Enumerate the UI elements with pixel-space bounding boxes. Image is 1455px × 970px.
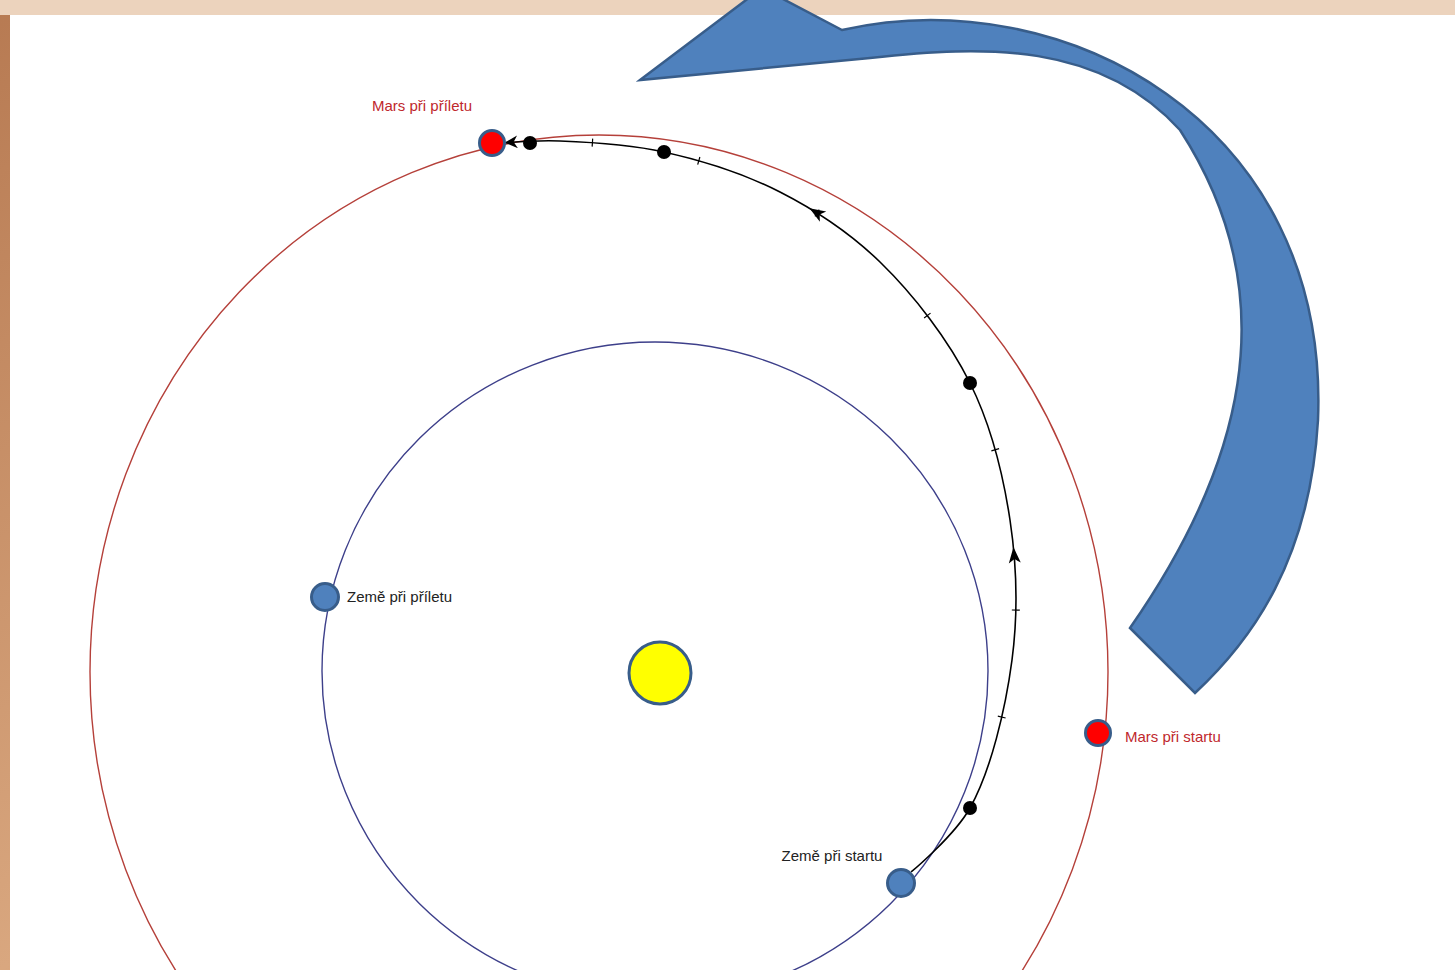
- planet-circle: [310, 582, 340, 612]
- time-tick: [698, 157, 700, 165]
- planet-label: Země při příletu: [347, 588, 452, 606]
- planet-circle: [888, 870, 915, 897]
- planet-label: Mars při startu: [1125, 728, 1221, 746]
- position-dot: [963, 376, 977, 390]
- time-tick: [592, 139, 594, 147]
- planet-label: Mars při příletu: [372, 97, 472, 115]
- mars-orbit: [90, 135, 1108, 970]
- planet-circle: [478, 129, 506, 157]
- trajectory-marks: [523, 136, 1021, 815]
- direction-head: [1007, 547, 1020, 564]
- planet-circle: [1086, 721, 1111, 746]
- direction-arrow: [640, 0, 1318, 693]
- time-tick: [924, 313, 930, 318]
- planet-marker: Země při příletu: [310, 582, 340, 612]
- sun: [629, 642, 691, 704]
- position-dot: [963, 801, 977, 815]
- transfer-trajectory: [506, 141, 1016, 872]
- position-dot: [657, 145, 671, 159]
- planet-circle: [480, 131, 505, 156]
- earth-orbit: [322, 342, 988, 970]
- time-tick: [1012, 609, 1020, 610]
- time-tick: [991, 449, 999, 451]
- position-dot: [523, 136, 537, 150]
- planet-circle: [1084, 719, 1112, 747]
- planet-marker: Mars při příletu: [478, 129, 506, 157]
- direction-head: [806, 203, 826, 222]
- planet-marker: Země při startu: [886, 868, 916, 898]
- time-tick: [998, 716, 1006, 718]
- planet-circle: [312, 584, 339, 611]
- planet-circle: [886, 868, 916, 898]
- planet-label: Země při startu: [782, 847, 883, 865]
- planet-marker: Mars při startu: [1084, 719, 1112, 747]
